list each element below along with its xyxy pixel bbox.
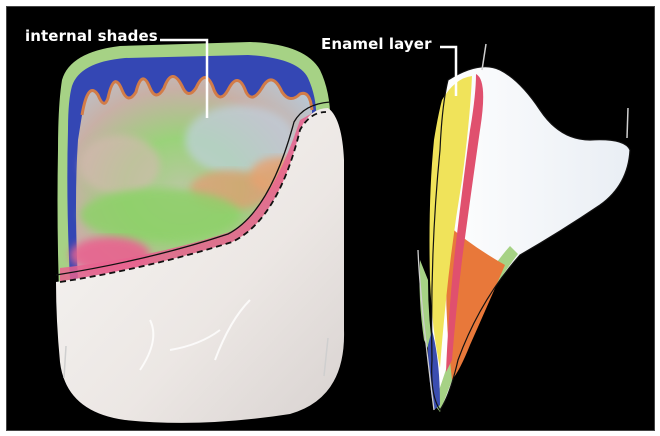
label-internal-shades: internal shades	[25, 27, 158, 45]
side-tooth	[418, 44, 630, 412]
label-enamel-layer: Enamel layer	[321, 35, 432, 53]
front-tooth	[56, 42, 344, 423]
